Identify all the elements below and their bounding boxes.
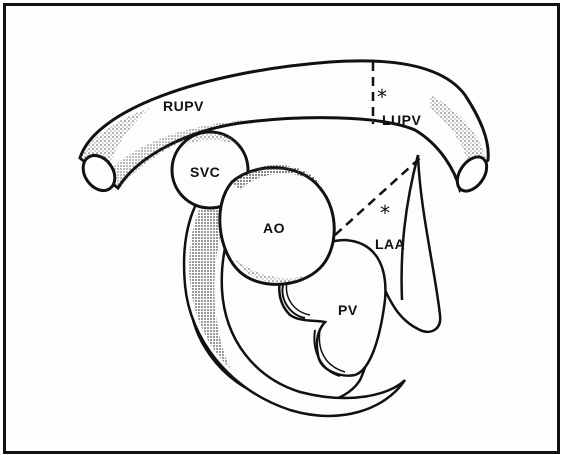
label-lupv: LUPV bbox=[382, 112, 422, 128]
label-pv: PV bbox=[338, 302, 358, 318]
asterisk-laa: * bbox=[380, 201, 390, 225]
label-rupv: RUPV bbox=[163, 98, 204, 114]
label-ao: AO bbox=[263, 220, 285, 236]
laa-divider-dashed bbox=[335, 158, 420, 235]
label-svc: SVC bbox=[190, 164, 220, 180]
asterisk-lupv: * bbox=[377, 85, 387, 109]
label-laa: LAA bbox=[375, 236, 405, 252]
